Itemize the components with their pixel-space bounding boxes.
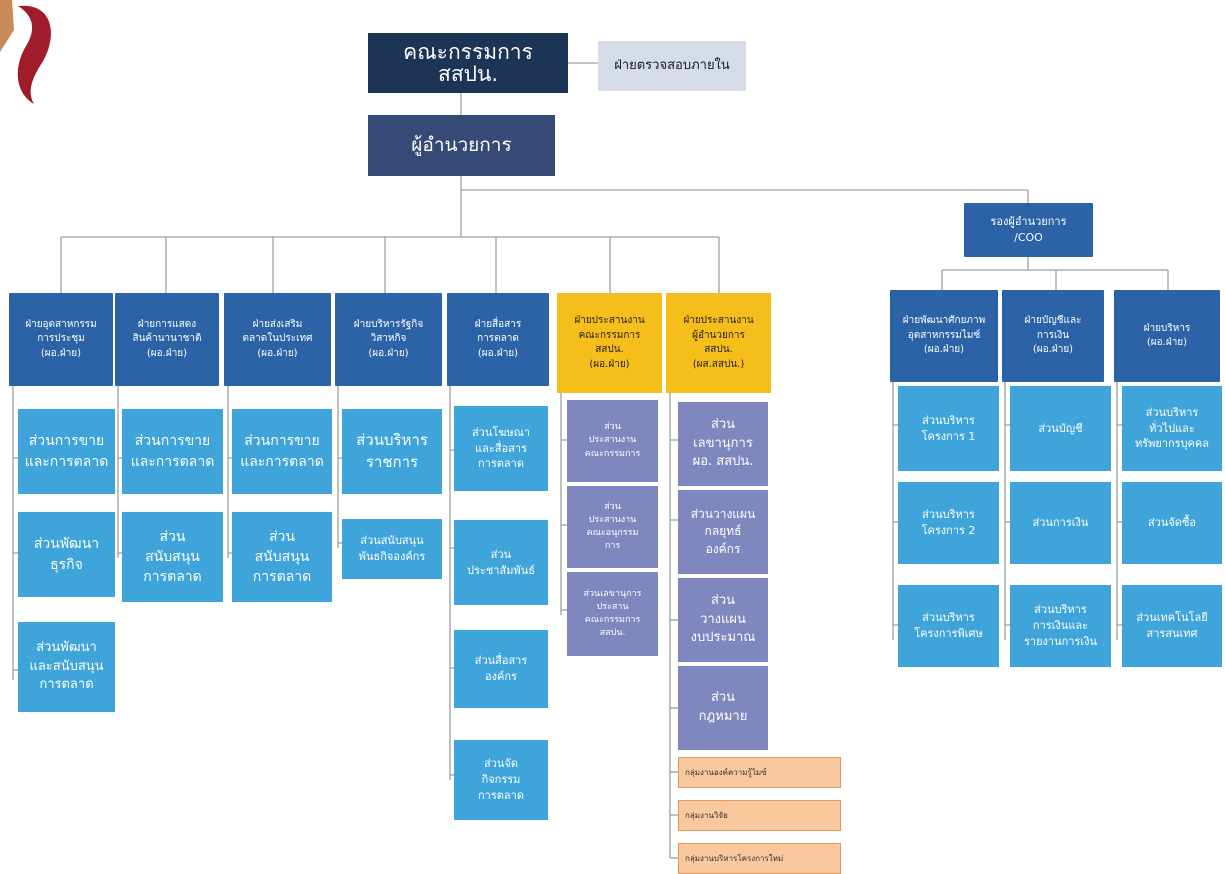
- work-group-box: กลุ่มงานองค์ความรู้ไมซ์: [678, 757, 841, 788]
- dept-box: ฝ่ายประสานงาน ผู้อำนวยการ สสปน. (ผส.สสปน…: [666, 293, 771, 393]
- section-box: ส่วนบริหาร การเงินและ รายงานการเงิน: [1010, 585, 1111, 667]
- section-box: ส่วน ประชาสัมพันธ์: [454, 520, 548, 605]
- dept-box: ฝ่ายการแสดง สินค้านานาชาติ (ผอ.ฝ่าย): [115, 293, 219, 386]
- coo-dept-box: ฝ่ายบริหาร (ผอ.ฝ่าย): [1114, 290, 1220, 382]
- section-box: ส่วน วางแผน งบประมาณ: [678, 578, 768, 662]
- section-box: ส่วนบัญชี: [1010, 386, 1111, 471]
- section-box: ส่วนวางแผน กลยุทธ์ องค์กร: [678, 490, 768, 574]
- dept-box: ฝ่ายอุตสาหกรรม การประชุม (ผอ.ฝ่าย): [9, 293, 113, 386]
- section-box: ส่วน สนับสนุน การตลาด: [122, 512, 223, 602]
- dept-box: ฝ่ายบริหารรัฐกิจ วิสาหกิจ (ผอ.ฝ่าย): [335, 293, 442, 386]
- audit-box: ฝ่ายตรวจสอบภายใน: [598, 41, 746, 91]
- section-box: ส่วนเลขานุการ ประสาน คณะกรรมการ สสปน.: [567, 572, 658, 656]
- section-box: ส่วนจัด กิจกรรม การตลาด: [454, 740, 548, 820]
- section-box: ส่วน ประสานงาน คณะอนุกรรม การ: [567, 486, 658, 568]
- section-box: ส่วนบริหาร โครงการ 1: [898, 386, 999, 471]
- dept-box: ฝ่ายประสานงาน คณะกรรมการ สสปน. (ผอ.ฝ่าย): [557, 293, 662, 393]
- section-box: ส่วนการขาย และการตลาด: [122, 409, 223, 494]
- section-box: ส่วนบริหาร โครงการ 2: [898, 482, 999, 564]
- section-box: ส่วนการขาย และการตลาด: [18, 409, 115, 494]
- section-box: ส่วนการเงิน: [1010, 482, 1111, 564]
- section-box: ส่วน กฎหมาย: [678, 666, 768, 750]
- section-box: ส่วนบริหาร ทั่วไปและ ทรัพยากรบุคคล: [1122, 386, 1222, 471]
- work-group-box: กลุ่มงานบริหารโครงการใหม่: [678, 843, 841, 874]
- dept-box: ฝ่ายส่งเสริม ตลาดในประเทศ (ผอ.ฝ่าย): [224, 293, 331, 386]
- section-box: ส่วนพัฒนา ธุรกิจ: [18, 512, 115, 597]
- section-box: ส่วน ประสานงาน คณะกรรมการ: [567, 400, 658, 482]
- coo-dept-box: ฝ่ายบัญชีและ การเงิน (ผอ.ฝ่าย): [1002, 290, 1104, 382]
- board-box: คณะกรรมการ สสปน.: [368, 33, 568, 93]
- section-box: ส่วนบริหาร โครงการพิเศษ: [898, 585, 999, 667]
- section-box: ส่วนการขาย และการตลาด: [232, 409, 332, 494]
- section-box: ส่วนสื่อสาร องค์กร: [454, 630, 548, 708]
- logo-mark: [0, 0, 51, 105]
- section-box: ส่วนจัดซื้อ: [1122, 482, 1222, 564]
- section-box: ส่วนโฆษณา และสื่อสาร การตลาด: [454, 406, 548, 491]
- director-box: ผู้อำนวยการ: [368, 115, 555, 176]
- section-box: ส่วน เลขานุการ ผอ. สสปน.: [678, 402, 768, 486]
- section-box: ส่วนพัฒนา และสนับสนุน การตลาด: [18, 622, 115, 712]
- coo-box: รองผู้อำนวยการ /COO: [964, 203, 1093, 257]
- section-box: ส่วน สนับสนุน การตลาด: [232, 512, 332, 602]
- work-group-box: กลุ่มงานวิจัย: [678, 800, 841, 831]
- coo-dept-box: ฝ่ายพัฒนาศักยภาพ อุตสาหกรรมไมซ์ (ผอ.ฝ่าย…: [890, 290, 998, 382]
- section-box: ส่วนบริหาร ราชการ: [342, 409, 442, 494]
- section-box: ส่วนเทคโนโลยี สารสนเทศ: [1122, 585, 1222, 667]
- dept-box: ฝ่ายสื่อสาร การตลาด (ผอ.ฝ่าย): [447, 293, 549, 386]
- section-box: ส่วนสนับสนุน พันธกิจองค์กร: [342, 519, 442, 579]
